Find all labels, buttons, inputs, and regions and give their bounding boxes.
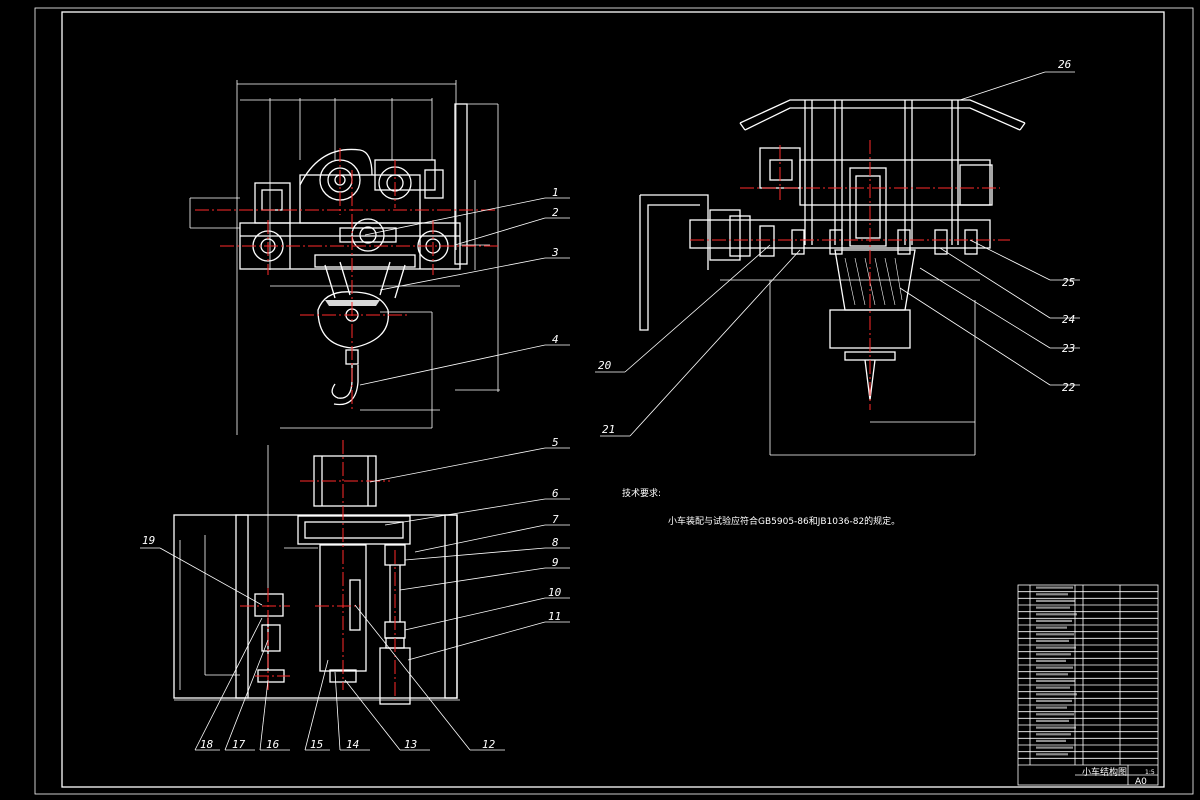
bom-entry-mark bbox=[1036, 686, 1070, 689]
bom-entry-mark bbox=[1036, 646, 1076, 649]
tech-requirements-line: 小车装配与试验应符合GB5905-86和JB1036-82的规定。 bbox=[668, 515, 900, 527]
callout-20: 20 bbox=[598, 359, 612, 372]
tech-requirements-title: 技术要求: bbox=[622, 487, 661, 499]
callout-8: 8 bbox=[552, 536, 559, 549]
bom-entry-mark bbox=[1036, 593, 1068, 596]
scale: 1:5 bbox=[1145, 769, 1155, 776]
inner-frame bbox=[61, 11, 1165, 788]
bom-entry-mark bbox=[1036, 726, 1076, 729]
callout-7: 7 bbox=[552, 513, 559, 526]
drawing-name: 小车结构图 bbox=[1082, 766, 1127, 778]
bom-entry-mark bbox=[1036, 739, 1066, 742]
bom-entry-mark bbox=[1036, 706, 1067, 709]
bom-entry-mark bbox=[1036, 626, 1067, 629]
callout-25: 25 bbox=[1062, 276, 1075, 289]
bom-entry-mark bbox=[1036, 613, 1077, 616]
callout-5: 5 bbox=[552, 436, 559, 449]
bom-entry-mark bbox=[1036, 619, 1072, 622]
callout-18: 18 bbox=[200, 738, 214, 751]
callout-17: 17 bbox=[232, 738, 246, 751]
leader-lines bbox=[140, 71, 1080, 751]
callout-2: 2 bbox=[552, 206, 559, 219]
bom-entry-mark bbox=[1036, 713, 1074, 716]
callout-11: 11 bbox=[548, 610, 561, 623]
side-view bbox=[639, 99, 1026, 456]
bom-entry-mark bbox=[1036, 599, 1075, 602]
callout-3: 3 bbox=[551, 246, 559, 259]
bom-entry-mark bbox=[1036, 633, 1074, 636]
plan-view bbox=[173, 440, 460, 705]
bom-entry-mark bbox=[1036, 653, 1071, 656]
callout-9: 9 bbox=[552, 556, 559, 569]
callout-15: 15 bbox=[310, 738, 323, 751]
callout-4: 4 bbox=[552, 333, 559, 346]
bom-entry-mark bbox=[1036, 639, 1069, 642]
callout-23: 23 bbox=[1062, 342, 1075, 355]
bom-entry-mark bbox=[1036, 659, 1066, 662]
bom-entry-mark bbox=[1036, 679, 1075, 682]
bom-entry-mark bbox=[1036, 586, 1073, 589]
bom-entry-mark bbox=[1036, 746, 1073, 749]
callout-16: 16 bbox=[266, 738, 280, 751]
callout-14: 14 bbox=[346, 738, 359, 751]
callout-22: 22 bbox=[1062, 381, 1076, 394]
bom-entry-mark bbox=[1036, 753, 1068, 756]
front-view bbox=[189, 80, 500, 435]
callout-19: 19 bbox=[142, 534, 155, 547]
outer-frame bbox=[34, 7, 1194, 795]
bom-entry-mark bbox=[1036, 666, 1073, 669]
sheet-size: A0 bbox=[1135, 777, 1147, 787]
callout-12: 12 bbox=[482, 738, 496, 751]
bom-entry-mark bbox=[1036, 693, 1077, 696]
callout-1: 1 bbox=[552, 186, 559, 199]
callout-26: 26 bbox=[1058, 58, 1072, 71]
callout-10: 10 bbox=[548, 586, 562, 599]
bom-entry-mark bbox=[1036, 673, 1068, 676]
callout-13: 13 bbox=[404, 738, 417, 751]
callout-6: 6 bbox=[552, 487, 559, 500]
callout-21: 21 bbox=[602, 423, 615, 436]
callout-numbers: 1 2 3 4 5 6 7 8 9 10 11 12 13 14 15 16 1… bbox=[142, 58, 1076, 751]
bom-entry-mark bbox=[1036, 733, 1071, 736]
bom-entry-mark bbox=[1036, 699, 1072, 702]
title-block: 小车结构图 A0 1:5 bbox=[1017, 584, 1159, 787]
bom-entry-mark bbox=[1036, 606, 1070, 609]
callout-24: 24 bbox=[1062, 313, 1075, 326]
bom-entry-mark bbox=[1036, 719, 1069, 722]
